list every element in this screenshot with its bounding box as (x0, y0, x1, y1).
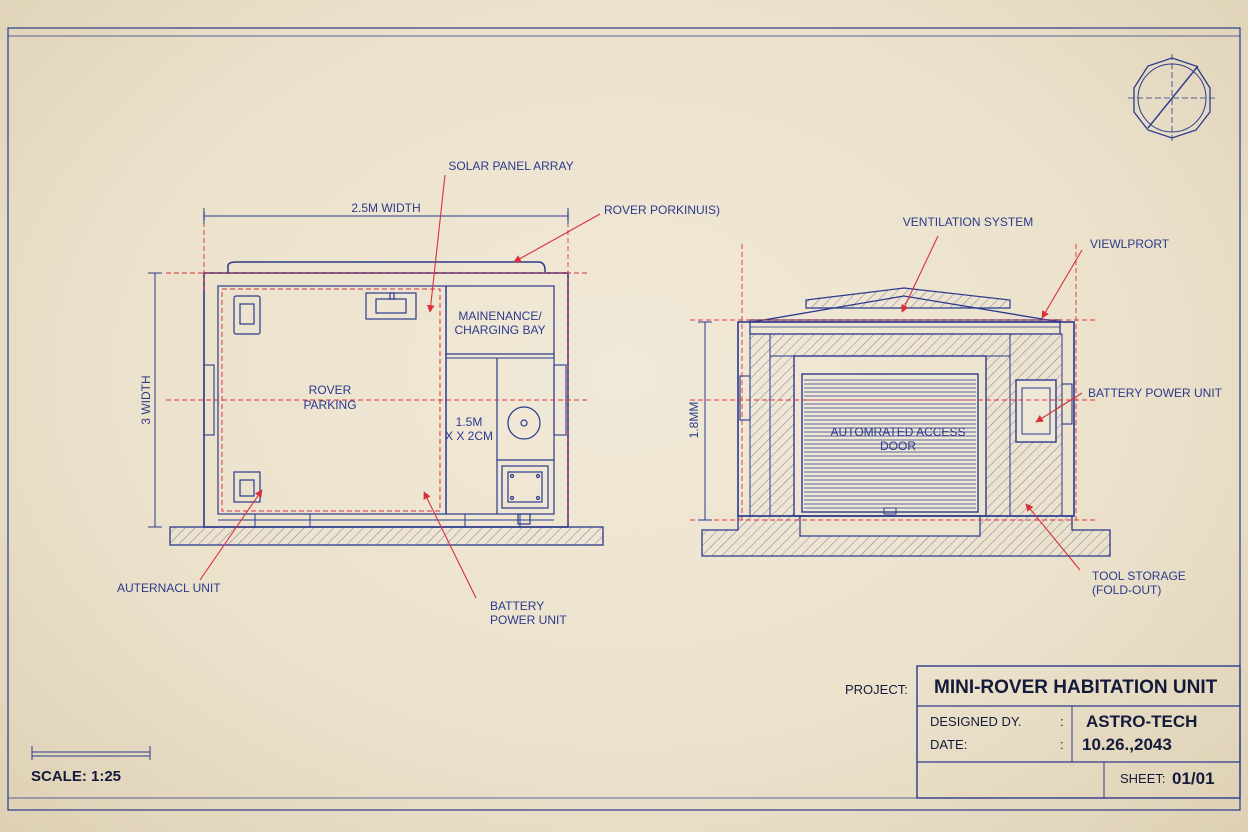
date-label: DATE: (930, 737, 967, 752)
designed-by-label: DESIGNED DY. (930, 714, 1022, 729)
door-label-line1: AUTOMRATED ACCESS (831, 425, 966, 439)
battery-power-unit-callout: BATTERY POWER UNIT (1088, 386, 1223, 400)
rover-parking-label-line2: PARKING (303, 398, 356, 412)
date-colon: : (1060, 737, 1064, 752)
plan-callouts: SOLAR PANEL ARRAY ROVER PORKINUIS) AUTER… (117, 159, 720, 627)
battery-callout-line1: BATTERY (490, 599, 544, 613)
solar-panel-array-callout: SOLAR PANEL ARRAY (448, 159, 573, 173)
bay-label-line1: MAINENANCE/ (458, 309, 542, 323)
sheet-value: 01/01 (1172, 769, 1215, 788)
project-name: MINI-ROVER HABITATION UNIT (934, 677, 1218, 698)
auxiliary-unit-callout: AUTERNACL UNIT (117, 581, 221, 595)
scale-label: SCALE: 1:25 (31, 768, 121, 785)
tool-storage-callout-line1: TOOL STORAGE (1092, 569, 1186, 583)
ventilation-system-callout: VENTILATION SYSTEM (903, 215, 1033, 229)
bay-label-line2: CHARGING BAY (454, 323, 545, 337)
project-label: PROJECT: (845, 682, 908, 697)
door-label-line2: DOOR (880, 439, 916, 453)
tool-storage-callout-line2: (FOLD-OUT) (1092, 583, 1161, 597)
battery-callout-line2: POWER UNIT (490, 613, 567, 627)
ventilation-roof (805, 287, 1011, 309)
plan-width-dimension: 2.5M WIDTH (351, 201, 420, 215)
automated-access-door (801, 373, 979, 513)
sheet-label: SHEET: (1120, 771, 1166, 786)
compass-icon (1128, 54, 1216, 142)
elevation-height-dimension: 1.8MM (687, 402, 701, 439)
scale-bar: SCALE: 1:25 (31, 746, 151, 785)
inner-dimension-line2: X X 2CM (445, 429, 493, 443)
outer-border (7, 27, 1241, 811)
plan-view: 2.5M WIDTH 3 WIDTH ROVER PARKING MAINENA… (139, 201, 604, 546)
rover-parking-top-callout: ROVER PORKINUIS) (604, 203, 720, 217)
plan-roof-panel (227, 261, 546, 273)
title-block: PROJECT: MINI-ROVER HABITATION UNIT DESI… (845, 665, 1241, 799)
inner-dimension-line1: 1.5M (456, 415, 483, 429)
elevation-callouts: VENTILATION SYSTEM VIEWLPRORT BATTERY PO… (901, 215, 1223, 597)
elevation-view: 1.8MM AUTOMRATED ACCESS DOOR (687, 244, 1111, 557)
plan-depth-dimension: 3 WIDTH (139, 375, 153, 424)
designed-by-colon: : (1060, 714, 1064, 729)
rover-parking-label-line1: ROVER (309, 383, 352, 397)
date-value: 10.26.,2043 (1082, 735, 1172, 754)
designed-by-value: ASTRO-TECH (1086, 712, 1197, 731)
battery-power-unit-box (1015, 379, 1057, 443)
viewport-callout: VIEWLPRORT (1090, 237, 1170, 251)
